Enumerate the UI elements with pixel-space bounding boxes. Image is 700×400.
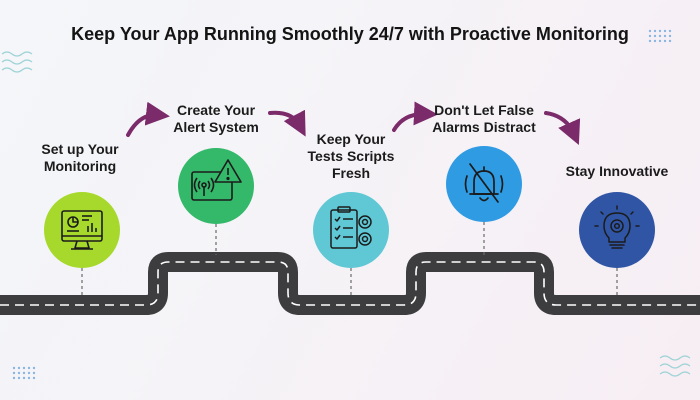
arrow-1-icon — [126, 101, 170, 137]
step-2-label: Create Your Alert System — [173, 102, 259, 135]
arrow-3-icon — [392, 101, 438, 132]
alert-signal-icon — [191, 159, 242, 201]
wave-pattern-bottom-right-icon — [659, 355, 691, 377]
muted-bell-icon — [464, 163, 504, 203]
lightbulb-gear-icon — [594, 205, 640, 249]
step-1-label: Set up Your Monitoring — [41, 141, 119, 174]
step-4-label: Don't Let False Alarms Distract — [432, 102, 536, 135]
page-title: Keep Your App Running Smoothly 24/7 with… — [71, 24, 629, 44]
dot-grid-bottom-left-icon — [12, 366, 36, 380]
step-4-circle — [446, 146, 522, 222]
monitor-dashboard-icon — [61, 210, 103, 250]
step-5-label: Stay Innovative — [565, 163, 669, 179]
arrow-4-icon — [544, 111, 581, 145]
step-3-circle — [313, 192, 389, 268]
step-1-circle — [44, 192, 120, 268]
arrow-2-icon — [268, 109, 306, 137]
dot-grid-top-right-icon — [648, 29, 672, 43]
checklist-gears-icon — [330, 206, 372, 249]
step-2-circle — [178, 148, 254, 224]
road-center-line — [0, 261, 700, 306]
step-5-circle — [579, 192, 655, 268]
wave-pattern-icon — [1, 51, 33, 73]
step-3-label: Keep Your Tests Scripts Fresh — [307, 131, 395, 181]
